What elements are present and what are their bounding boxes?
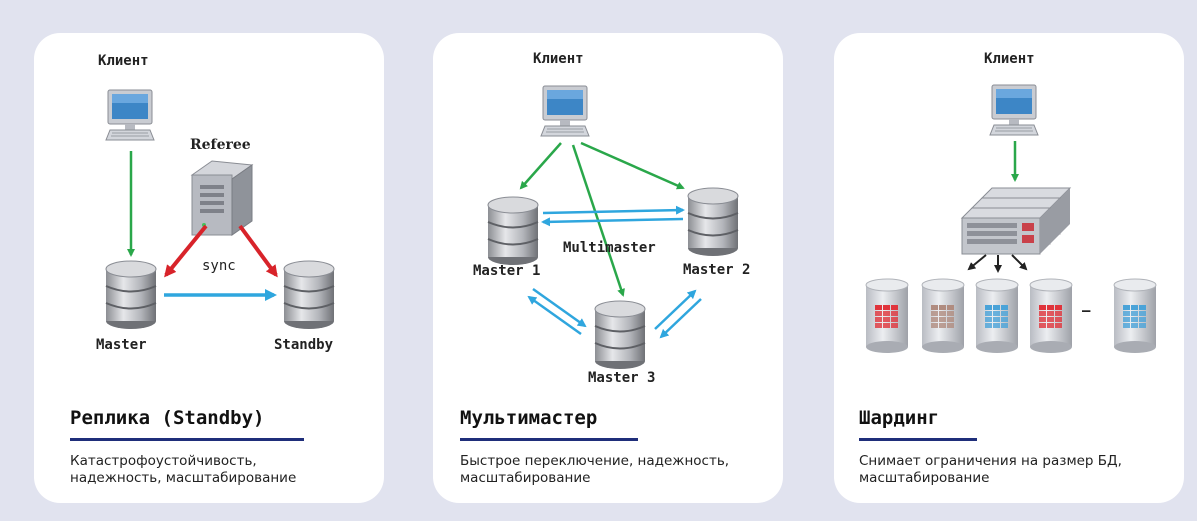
sharding-panel: Клиент – Шардинг Снимает ограничения на …: [834, 33, 1184, 503]
client-computer-icon: [105, 89, 155, 141]
description-line-1: Снимает ограничения на размер БД,: [859, 453, 1122, 469]
ellipsis-label: –: [1082, 303, 1091, 319]
router-to-shard-right-arrow: [1011, 254, 1028, 271]
client-computer-icon: [540, 85, 590, 137]
description-line-2: масштабирование: [859, 470, 990, 486]
panel-description: Катастрофоустойчивость, надежность, масш…: [70, 453, 296, 487]
db-shard-icon: [1113, 278, 1157, 353]
db-shard-icon: [865, 278, 909, 353]
panel-description: Быстрое переключение, надежность, масшта…: [460, 453, 729, 487]
sharding-diagram: [865, 84, 1157, 353]
description-line-2: надежность, масштабирование: [70, 470, 297, 486]
title-rule: [460, 438, 638, 441]
multimaster-diagram: [487, 85, 739, 370]
multimaster-panel: Клиент Multimaster Master 1 Master 2 Mas…: [433, 33, 783, 503]
master2-database-icon: [687, 187, 739, 257]
replica-diagram: [105, 89, 335, 330]
description-line-2: масштабирование: [460, 470, 591, 486]
master1-label: Master 1: [473, 263, 541, 279]
shards-row: [865, 278, 1157, 353]
client-label: Клиент: [533, 51, 584, 67]
client-label: Клиент: [984, 51, 1035, 67]
master1-database-icon: [487, 196, 539, 266]
master3-to-master1-arrow: [527, 295, 582, 336]
master1-to-master3-arrow: [532, 287, 587, 328]
sync-label: sync: [202, 258, 236, 274]
title-rule: [70, 438, 304, 441]
title-rule: [859, 438, 977, 441]
replica-standby-panel: Клиент Referee sync Master Standby Репли…: [34, 33, 384, 503]
multimaster-label: Multimaster: [563, 240, 656, 256]
master3-to-master2-arrow: [654, 289, 697, 330]
referee-server-icon: [191, 160, 253, 236]
db-shard-icon: [975, 278, 1019, 353]
panel-title: Шардинг: [859, 407, 940, 429]
referee-label: Referee: [190, 137, 251, 153]
referee-to-standby-arrow: [238, 224, 278, 278]
description-line-1: Катастрофоустойчивость,: [70, 453, 257, 469]
client-label: Клиент: [98, 53, 149, 69]
panel-description: Снимает ограничения на размер БД, масшта…: [859, 453, 1122, 487]
referee-to-master-arrow: [164, 224, 208, 278]
standby-label: Standby: [274, 337, 334, 353]
master2-to-master1-arrow: [541, 217, 684, 227]
master-database-icon: [105, 260, 157, 330]
client-computer-icon: [989, 84, 1039, 136]
client-to-master1-arrow: [519, 142, 562, 190]
standby-database-icon: [283, 260, 335, 330]
master3-label: Master 3: [588, 370, 656, 386]
panel-title: Мультимастер: [460, 407, 598, 429]
client-to-master2-arrow: [580, 141, 685, 190]
panel-title: Реплика (Standby): [70, 407, 265, 429]
description-line-1: Быстрое переключение, надежность,: [460, 453, 730, 469]
master1-to-master2-arrow: [542, 205, 685, 215]
master-label: Master: [96, 337, 147, 353]
router-server-stack-icon: [961, 187, 1071, 255]
router-to-shard-left-arrow: [967, 254, 987, 271]
db-shard-icon: [921, 278, 965, 353]
master3-database-icon: [594, 300, 646, 370]
master2-label: Master 2: [683, 262, 751, 278]
master2-to-master3-arrow: [659, 298, 702, 339]
db-shard-icon: [1029, 278, 1073, 353]
